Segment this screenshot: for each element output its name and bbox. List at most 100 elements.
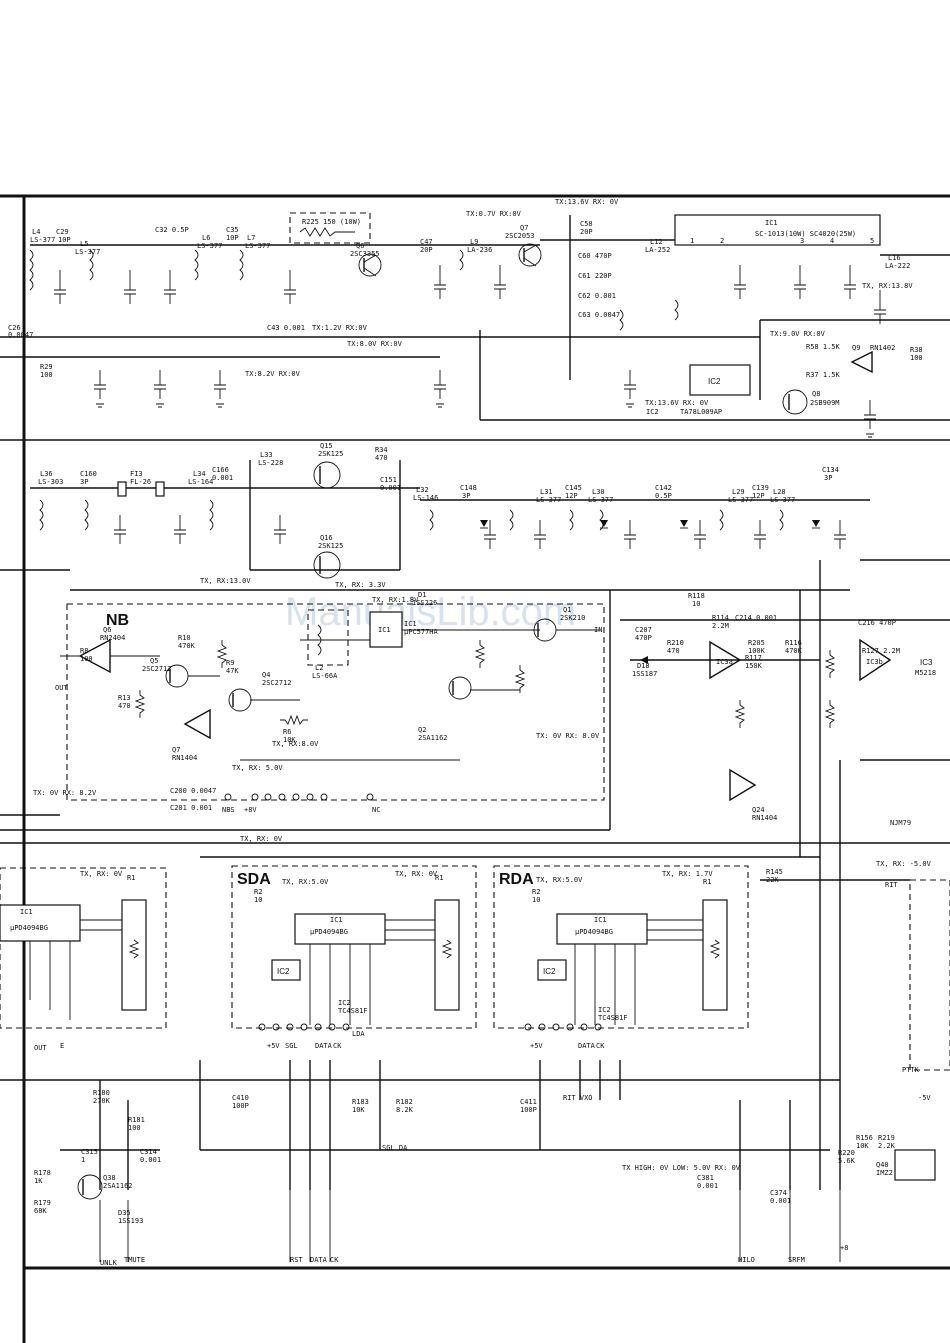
svg-text:10P: 10P bbox=[226, 234, 239, 242]
svg-text:C148: C148 bbox=[460, 484, 477, 492]
sda-resistor-array bbox=[434, 899, 460, 1011]
svg-text:470: 470 bbox=[118, 702, 131, 710]
ic1-nb-amp bbox=[369, 611, 403, 648]
svg-text:C62 0.001: C62 0.001 bbox=[578, 292, 616, 300]
svg-text:R37 1.5K: R37 1.5K bbox=[806, 371, 841, 379]
svg-text:2SC2712: 2SC2712 bbox=[262, 679, 292, 687]
signal-unlk: UNLK bbox=[100, 1259, 118, 1267]
rda-ic1-shift-register bbox=[556, 913, 648, 945]
svg-text:DATA: DATA bbox=[578, 1042, 596, 1050]
sda-connector-pins bbox=[258, 1023, 350, 1031]
svg-text:L7: L7 bbox=[247, 234, 255, 242]
watermark: ManualsLib.com bbox=[285, 590, 576, 634]
signal-hilo: HILO bbox=[738, 1256, 755, 1264]
svg-text:C60 470P: C60 470P bbox=[578, 252, 612, 260]
svg-text:100P: 100P bbox=[232, 1102, 249, 1110]
svg-text:22K: 22K bbox=[766, 876, 779, 884]
svg-text:12P: 12P bbox=[565, 492, 578, 500]
svg-text:20P: 20P bbox=[580, 228, 593, 236]
svg-text:C200 0.0047: C200 0.0047 bbox=[170, 787, 216, 795]
svg-text:1SS226: 1SS226 bbox=[412, 599, 437, 607]
svg-text:C61 220P: C61 220P bbox=[578, 272, 612, 280]
svg-text:2SK125: 2SK125 bbox=[318, 450, 343, 458]
svg-text:100: 100 bbox=[40, 371, 53, 379]
svg-text:100: 100 bbox=[80, 655, 93, 663]
svg-text:2SK125: 2SK125 bbox=[318, 542, 343, 550]
signal-rst: RST bbox=[290, 1256, 303, 1264]
svg-text:IC3: IC3 bbox=[920, 658, 933, 667]
svg-text:R178: R178 bbox=[34, 1169, 51, 1177]
svg-text:10: 10 bbox=[532, 896, 540, 904]
svg-text:µPD4094BG: µPD4094BG bbox=[310, 928, 348, 936]
coils-row-top bbox=[29, 249, 679, 331]
svg-text:Q15: Q15 bbox=[320, 442, 333, 450]
svg-text:Q7: Q7 bbox=[172, 746, 180, 754]
svg-text:Q8: Q8 bbox=[812, 390, 820, 398]
svg-text:L36: L36 bbox=[40, 470, 53, 478]
svg-text:1: 1 bbox=[81, 1156, 85, 1164]
svg-text:LS-303: LS-303 bbox=[38, 478, 63, 486]
ic1-power-part: SC-1013(10W) SC4020(25W) bbox=[755, 230, 856, 238]
svg-text:C151: C151 bbox=[380, 476, 397, 484]
svg-text:0.001: 0.001 bbox=[697, 1182, 718, 1190]
svg-text:2SK210: 2SK210 bbox=[560, 614, 585, 622]
svg-text:TX, RX:5.0V: TX, RX:5.0V bbox=[282, 878, 329, 886]
svg-text:470P: 470P bbox=[635, 634, 652, 642]
svg-text:C214 0.001: C214 0.001 bbox=[735, 614, 777, 622]
svg-text:47K: 47K bbox=[226, 667, 239, 675]
svg-text:OUT: OUT bbox=[55, 684, 68, 692]
svg-text:0.001: 0.001 bbox=[140, 1156, 161, 1164]
left-da-block: IC1 µPD4094BG TX, RX: 0V R1 OUT E bbox=[0, 867, 167, 1052]
svg-text:TX, RX: 0V: TX, RX: 0V bbox=[240, 835, 283, 843]
right-control-block: Q40 IMZ2 PTTK -5V R156 10K R219 2.2K R22… bbox=[838, 879, 950, 1181]
svg-text:R219: R219 bbox=[878, 1134, 895, 1142]
svg-text:470K: 470K bbox=[785, 647, 803, 655]
svg-text:10: 10 bbox=[692, 600, 700, 608]
svg-text:C314: C314 bbox=[140, 1148, 157, 1156]
svg-text:0.5P: 0.5P bbox=[655, 492, 672, 500]
q8-transistor: Q8 2SB909M bbox=[782, 389, 840, 415]
svg-text:C160: C160 bbox=[80, 470, 97, 478]
svg-text:2.2K: 2.2K bbox=[878, 1142, 896, 1150]
svg-text:Q4: Q4 bbox=[262, 671, 270, 679]
svg-text:-5V: -5V bbox=[918, 1094, 931, 1102]
svg-text:R8: R8 bbox=[80, 647, 88, 655]
svg-text:NJM79: NJM79 bbox=[890, 819, 911, 827]
svg-text:TX:9.0V RX:0V: TX:9.0V RX:0V bbox=[770, 330, 826, 338]
svg-text:R114: R114 bbox=[712, 614, 729, 622]
svg-text:RN1404: RN1404 bbox=[172, 754, 197, 762]
svg-text:RN1402: RN1402 bbox=[870, 344, 895, 352]
svg-text:L2: L2 bbox=[315, 664, 323, 672]
svg-text:R13: R13 bbox=[118, 694, 131, 702]
svg-text:1: 1 bbox=[690, 237, 694, 245]
sda-ic2-gate bbox=[271, 959, 301, 981]
svg-text:TX, RX: 3.3V: TX, RX: 3.3V bbox=[335, 581, 386, 589]
svg-text:IC2: IC2 bbox=[543, 967, 556, 976]
svg-text:LS-66A: LS-66A bbox=[312, 672, 338, 680]
svg-text:3P: 3P bbox=[80, 478, 88, 486]
svg-text:68K: 68K bbox=[34, 1207, 47, 1215]
svg-text:12P: 12P bbox=[752, 492, 765, 500]
svg-text:C216 470P: C216 470P bbox=[858, 619, 896, 627]
rda-ic2-gate bbox=[537, 959, 567, 981]
svg-text:IC3b: IC3b bbox=[866, 658, 883, 666]
svg-text:2.2M: 2.2M bbox=[712, 622, 729, 630]
svg-text:C201 0.001: C201 0.001 bbox=[170, 804, 212, 812]
svg-text:R205: R205 bbox=[748, 639, 765, 647]
svg-text:TX, RX: 5.0V: TX, RX: 5.0V bbox=[232, 764, 283, 772]
svg-text:IC1: IC1 bbox=[404, 620, 417, 628]
svg-text:IC1: IC1 bbox=[330, 916, 343, 924]
nb-block-label: NB bbox=[106, 612, 129, 629]
svg-text:LS-377: LS-377 bbox=[197, 242, 222, 250]
rda-resistor-array bbox=[702, 899, 728, 1011]
svg-text:R179: R179 bbox=[34, 1199, 51, 1207]
left-resistor-array bbox=[121, 899, 147, 1011]
svg-text:0.001: 0.001 bbox=[380, 484, 401, 492]
svg-text:D18: D18 bbox=[637, 662, 650, 670]
svg-text:2SC2053: 2SC2053 bbox=[505, 232, 535, 240]
svg-text:5.6K: 5.6K bbox=[838, 1157, 856, 1165]
rda-connector-pins bbox=[524, 1023, 602, 1031]
svg-text:Q24: Q24 bbox=[752, 806, 765, 814]
nb-dashed-box bbox=[66, 603, 605, 801]
svg-text:IMZ2: IMZ2 bbox=[876, 1169, 893, 1177]
